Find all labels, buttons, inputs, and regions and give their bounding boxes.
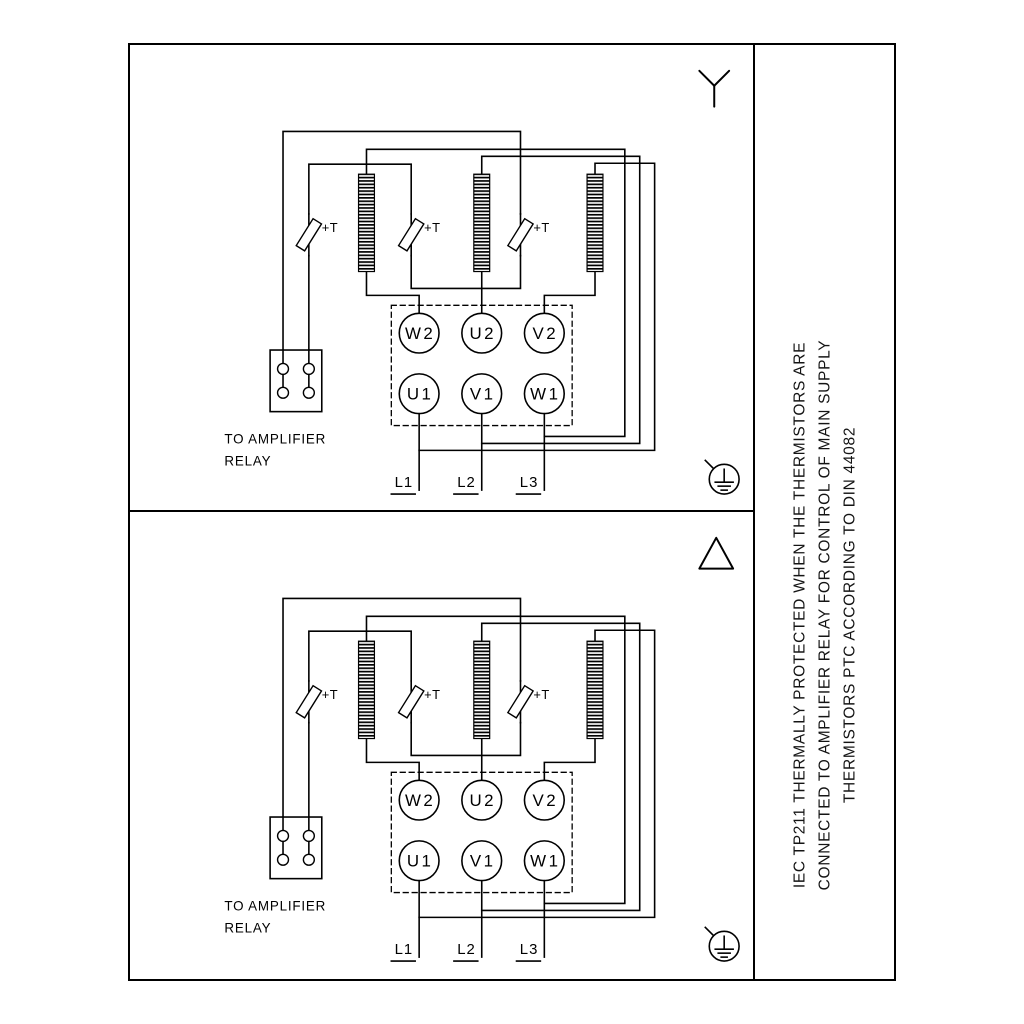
thermistor-label: +T <box>424 220 440 235</box>
terminal-w2: W2 <box>405 791 435 810</box>
delta-icon <box>698 536 735 570</box>
terminal-v1: V1 <box>470 852 496 871</box>
supply-label-l2: L2 <box>457 942 476 958</box>
thermal-protection-note: IEC TP211 THERMALLY PROTECTED WHEN THE T… <box>787 339 862 890</box>
terminal-u1: U1 <box>407 852 434 871</box>
diagram-column: +T +T +T W2 U2 V2 U1 V1 W1 TO AMPLIFIER … <box>130 45 753 979</box>
terminal-v2: V2 <box>533 324 559 343</box>
terminal-v1: V1 <box>470 385 496 404</box>
thermistor-label: +T <box>322 687 338 702</box>
relay-caption-line2: RELAY <box>224 453 271 468</box>
terminal-w2: W2 <box>405 324 435 343</box>
relay-caption-line2: RELAY <box>224 920 271 935</box>
star-panel-labels: +T +T +T W2 U2 V2 U1 V1 W1 TO AMPLIFIER … <box>224 220 560 491</box>
star-icon <box>698 69 731 108</box>
note-line-1: IEC TP211 THERMALLY PROTECTED WHEN THE T… <box>791 341 808 888</box>
terminal-w1: W1 <box>530 852 560 871</box>
terminal-u1: U1 <box>407 385 434 404</box>
relay-caption-line1: TO AMPLIFIER <box>224 898 326 913</box>
supply-label-l2: L2 <box>457 475 476 491</box>
delta-wiring-drawing: +T +T +T W2 U2 V2 U1 V1 W1 TO AMPLIFIER … <box>224 536 740 962</box>
star-wiring-panel: +T +T +T W2 U2 V2 U1 V1 W1 TO AMPLIFIER … <box>130 45 753 512</box>
wiring-artwork <box>269 597 740 962</box>
note-sidebar: IEC TP211 THERMALLY PROTECTED WHEN THE T… <box>753 45 894 979</box>
thermistor-label: +T <box>533 220 549 235</box>
delta-panel-labels: +T +T +T W2 U2 V2 U1 V1 W1 TO AMPLIFIER … <box>224 687 560 958</box>
supply-label-l3: L3 <box>520 942 539 958</box>
note-line-3: THERMISTORS PTC ACCORDING TO DIN 44082 <box>841 426 858 803</box>
thermistor-label: +T <box>424 687 440 702</box>
terminal-u2: U2 <box>469 324 496 343</box>
diagram-frame: +T +T +T W2 U2 V2 U1 V1 W1 TO AMPLIFIER … <box>128 43 896 981</box>
note-line-2: CONNECTED TO AMPLIFIER RELAY FOR CONTROL… <box>816 339 833 891</box>
wiring-artwork <box>269 130 740 495</box>
thermistor-label: +T <box>322 220 338 235</box>
supply-label-l3: L3 <box>520 475 539 491</box>
supply-label-l1: L1 <box>395 475 414 491</box>
thermistor-label: +T <box>533 687 549 702</box>
terminal-u2: U2 <box>469 791 496 810</box>
delta-wiring-panel: +T +T +T W2 U2 V2 U1 V1 W1 TO AMPLIFIER … <box>130 512 753 979</box>
terminal-w1: W1 <box>530 385 560 404</box>
terminal-v2: V2 <box>533 791 559 810</box>
relay-caption-line1: TO AMPLIFIER <box>224 431 326 446</box>
supply-label-l1: L1 <box>395 942 414 958</box>
star-wiring-drawing: +T +T +T W2 U2 V2 U1 V1 W1 TO AMPLIFIER … <box>224 69 740 495</box>
